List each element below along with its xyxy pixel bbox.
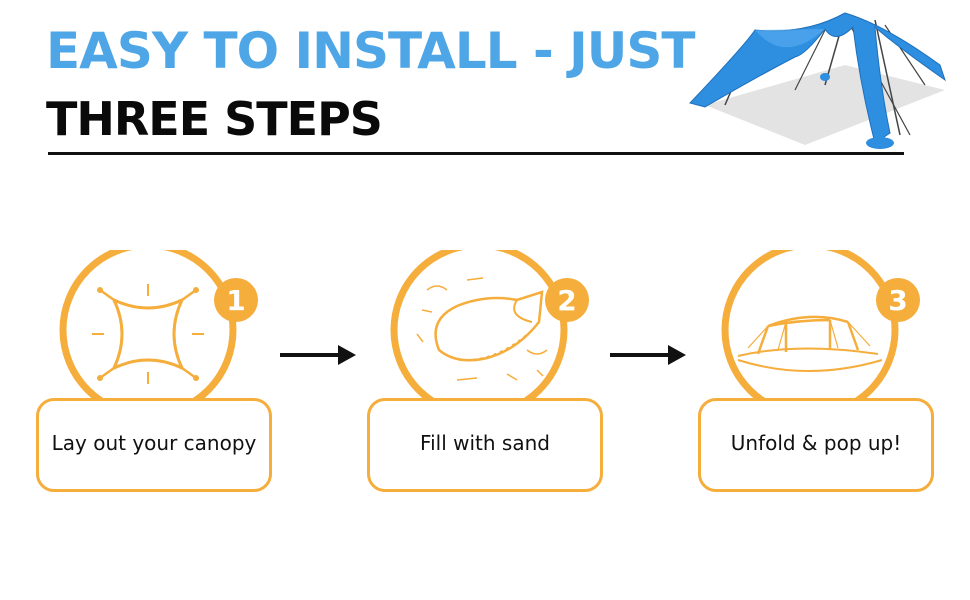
sandbag-icon: 2 [390,250,589,410]
canopy-layout-icon: 1 [59,250,258,410]
title-line-1: EASY TO INSTALL - JUST [46,22,695,80]
title-line-2: THREE STEPS [46,92,383,146]
step-number: 3 [888,284,907,317]
step-number: 1 [226,284,245,317]
step-caption: Unfold & pop up! [730,431,902,455]
arrow-right-icon [610,345,686,365]
caption-box: Lay out your canopy [36,398,272,492]
beach-canopy-tent-illustration [689,12,946,149]
step-3: 3 Unfold & pop up! [698,250,938,495]
title-underline [48,152,904,155]
caption-box: Unfold & pop up! [698,398,934,492]
step-caption: Lay out your canopy [51,431,257,455]
tent-popup-icon: 3 [721,250,920,410]
step-2: 2 Fill with sand [367,250,607,495]
arrow-right-icon [280,345,356,365]
step-1: 1 Lay out your canopy [36,250,276,495]
caption-box: Fill with sand [367,398,603,492]
step-caption: Fill with sand [420,431,550,455]
step-number: 2 [557,284,576,317]
